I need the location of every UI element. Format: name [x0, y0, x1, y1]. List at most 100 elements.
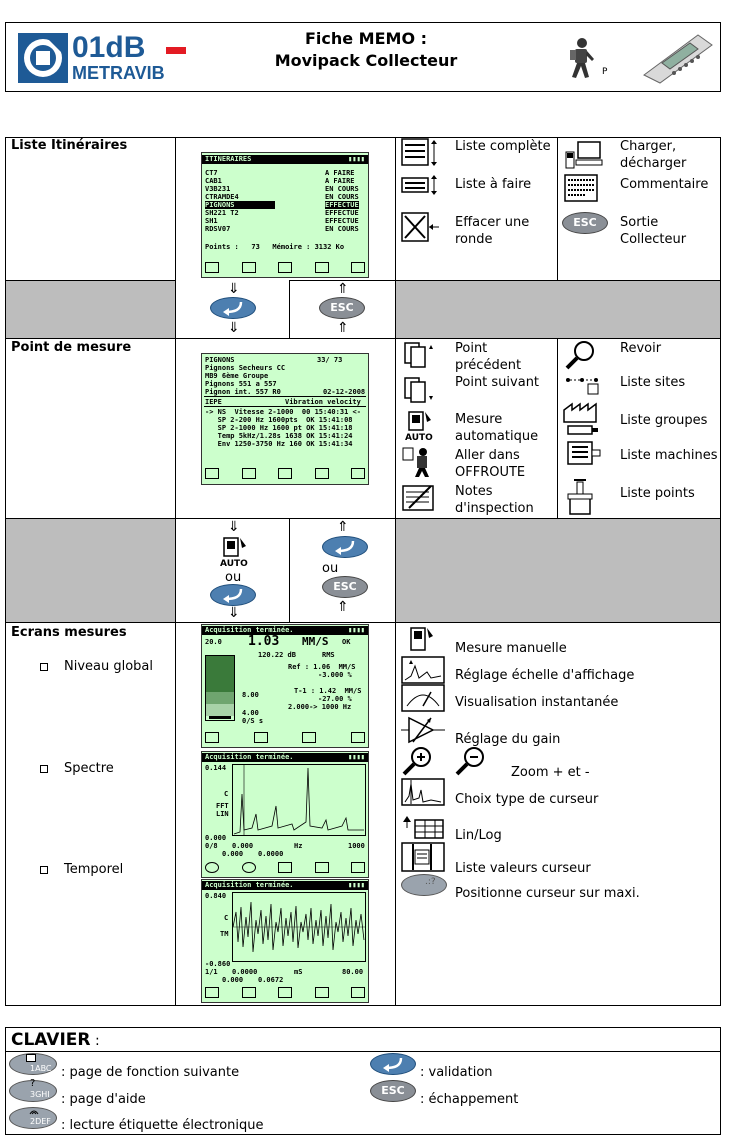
mp-row-1-selected[interactable]: -> NS Vitesse 2-1000 00 15:40:31 <- — [205, 408, 361, 416]
nav1-divider — [289, 281, 290, 338]
mp-row-5[interactable]: Env 1250-3750 Hz 160 OK 15:41:34 — [205, 440, 353, 448]
softkey-gain-icon[interactable] — [314, 987, 329, 998]
nav2-validate-key-icon[interactable] — [210, 584, 256, 606]
nav2-up-arrow-icon: ⇑ — [337, 519, 349, 535]
legend-cursor-max: Positionne curseur sur maxi. — [455, 886, 640, 901]
cursor-max-key-glyph: .:? — [425, 877, 436, 887]
spectrum-screen: Acquisition terminée.▮▮▮▮ 0.144 C FFT LI… — [201, 751, 369, 878]
softkey-instant-icon[interactable] — [278, 987, 292, 998]
global-left-value: 20.0 — [205, 638, 222, 646]
softkey-full-list-icon[interactable] — [205, 262, 219, 273]
spectrum-fft: FFT — [216, 802, 229, 810]
spectrum-softkeys — [205, 862, 365, 874]
global-unit: MM/S — [302, 635, 329, 648]
softkey-next-icon[interactable] — [351, 468, 365, 479]
time-cursor2: 0.0672 — [258, 976, 284, 984]
softkey-todo-list-icon[interactable] — [241, 262, 256, 273]
legend-comment: Commentaire — [620, 177, 709, 192]
softkey-offroute-icon[interactable] — [314, 468, 329, 479]
softkey-manual-2-icon[interactable] — [350, 732, 365, 743]
softkey-load-icon[interactable] — [314, 262, 329, 273]
softkey-manual-icon[interactable] — [205, 732, 219, 743]
validate-key-icon[interactable] — [210, 297, 256, 319]
legend-linlog: Lin/Log — [455, 828, 502, 843]
todo-list-icon — [401, 175, 437, 195]
softkey-comment-icon[interactable] — [351, 262, 365, 273]
softkey-instant-icon[interactable] — [253, 732, 268, 743]
key-3ghi-q: ? — [30, 1078, 36, 1089]
item-temporel: Temporel — [40, 861, 123, 878]
legend-prev-point: Point précédent — [455, 341, 522, 373]
title-line-1: Fiche MEMO : — [304, 29, 428, 48]
global-scale-unit: 0/S s — [242, 717, 264, 725]
item-niveau-global: Niveau global — [40, 658, 153, 675]
zoom-minus-icon — [455, 747, 484, 776]
mp-row-2[interactable]: SP 2-200 Hz 1600pts OK 15:41:08 — [205, 416, 353, 424]
legend-points-list: Liste points — [620, 486, 695, 501]
spectrum-xleft: 0/8 — [205, 842, 218, 850]
global-level-screen: Acquisition terminée.▮▮▮▮ 20.0 1.03 MM/S… — [201, 624, 369, 748]
softkey-scale-icon[interactable] — [241, 987, 256, 998]
row-sep-4 — [5, 622, 721, 623]
softkey-review-icon[interactable] — [278, 468, 292, 479]
keyboard-help-page: : page d'aide — [61, 1092, 146, 1107]
comment-icon — [564, 174, 598, 202]
global-softkeys — [205, 732, 365, 744]
softkey-gain-icon[interactable] — [302, 732, 317, 743]
softkey-auto-icon[interactable] — [241, 468, 256, 479]
points-list-icon — [567, 479, 593, 515]
time-screen: Acquisition terminée.▮▮▮▮ 0.840 C TM -0.… — [201, 879, 369, 1003]
nav2-esc-key[interactable]: ESC — [322, 576, 368, 598]
nav2-down-arrow-icon-2: ⇓ — [228, 605, 240, 621]
global-ref-pct: -3.000 % — [318, 671, 352, 679]
mp-band-line-2 — [204, 406, 366, 407]
softkey-prev-icon[interactable] — [205, 468, 219, 479]
mp-line-4: Pignons 551 a 557 — [205, 380, 277, 388]
softkey-scale-icon[interactable] — [351, 862, 365, 873]
softkey-zoom-minus-icon[interactable] — [241, 862, 256, 873]
softkey-zoom-plus-icon[interactable] — [205, 862, 219, 873]
nav2-validate-key-right[interactable] — [322, 536, 368, 558]
spectrum-c: C — [224, 790, 229, 798]
global-range: 2.000-> 1000 Hz — [288, 703, 352, 711]
walking-person-icon — [570, 38, 594, 78]
svg-text:AUTO: AUTO — [405, 433, 433, 442]
logo: 01dB METRAVIB — [18, 33, 188, 83]
softkey-manual-icon[interactable] — [205, 987, 219, 998]
legend-instant-view: Visualisation instantanée — [455, 695, 619, 710]
softkey-erase-icon[interactable] — [278, 262, 292, 273]
bullet-icon — [40, 764, 48, 773]
legend-exit-collector: Sortie Collecteur — [620, 215, 687, 247]
sites-list-icon — [566, 378, 599, 395]
offroute-icon — [402, 447, 429, 477]
nav2-ou-left: ou — [225, 570, 242, 585]
cursor-type-icon — [401, 778, 445, 806]
mp-row-3[interactable]: SP 2-1000 Hz 1600 pt OK 15:41:18 — [205, 424, 353, 432]
time-ymax: 0.840 — [205, 892, 227, 900]
logo-top-text: 01dB — [72, 31, 146, 64]
key-2def-tag-icon — [29, 1110, 39, 1115]
softkey-cursor-list-icon[interactable] — [314, 862, 329, 873]
softkey-manual-2-icon[interactable] — [351, 987, 365, 998]
spectrum-xunit: Hz — [294, 842, 303, 850]
nav2-auto-icon[interactable]: AUTO — [216, 536, 252, 568]
mp-row-4[interactable]: Temp 5kHz/1.28s 1638 OK 15:41:24 — [205, 432, 353, 440]
legend-todo-list: Liste à faire — [455, 177, 532, 192]
softkey-cursor-type-icon[interactable] — [278, 862, 292, 873]
esc-key-nav1[interactable]: ESC — [319, 297, 365, 319]
cursor-values-icon — [401, 842, 445, 872]
spectrum-xmid: 0.000 — [232, 842, 254, 850]
time-xleft: 1/1 — [205, 968, 218, 976]
spectrum-ymax: 0.144 — [205, 764, 227, 772]
global-t1: T-1 : 1.42 MM/S — [294, 687, 362, 695]
